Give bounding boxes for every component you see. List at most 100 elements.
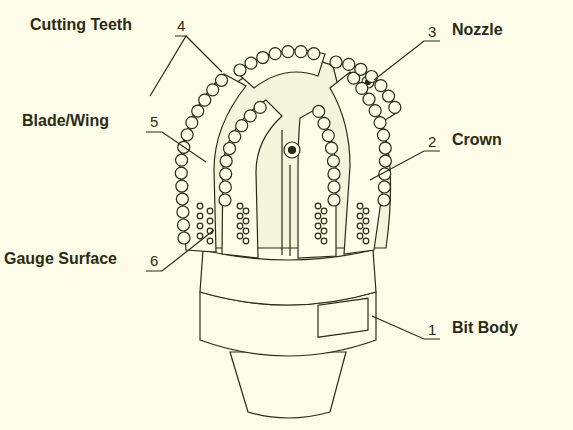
gauge-insert [207,208,213,214]
leader-line [150,36,186,96]
gauge-insert [315,213,321,219]
cutter-tooth [199,94,211,106]
cutter-tooth [177,219,189,231]
callout-number: 5 [150,113,158,130]
cutter-tooth [254,101,266,113]
gauge-insert [321,238,327,244]
leader-line [146,230,214,271]
cutter-tooth [369,105,381,117]
part-name: Bit Body [452,319,518,337]
leader-line [186,36,222,72]
cutter-tooth [308,48,320,60]
cutter-tooth [245,57,257,69]
part-name: Nozzle [452,21,503,39]
gauge-insert [357,213,363,219]
nozzle-orifice [289,147,296,154]
part-name: Blade/Wing [22,112,109,130]
gauge-insert [243,218,249,224]
cutter-tooth [176,180,188,192]
cutter-tooth [377,129,389,141]
part-name: Cutting Teeth [30,16,132,34]
cutter-tooth [379,155,391,167]
cutter-tooth [219,181,231,193]
cutter-tooth [244,110,256,122]
part-name: Crown [452,131,502,149]
cutter-tooth [207,84,219,96]
bit-shank [230,352,346,418]
gauge-insert [357,203,363,209]
cutter-tooth [234,64,246,76]
cutter-tooth [366,70,378,82]
cutter-tooth [295,46,307,58]
cutter-tooth [192,105,204,117]
cutter-tooth [220,155,232,167]
gauge-insert [321,218,327,224]
cutter-tooth [356,82,368,94]
cutter-tooth [355,63,367,75]
cutter-tooth [257,52,269,64]
gauge-insert [363,238,369,244]
gauge-insert [207,238,213,244]
blade-front-left [222,100,282,258]
cutter-tooth [224,142,236,154]
cutter-tooth [327,155,339,167]
gauge-insert [357,223,363,229]
gauge-insert [197,223,203,229]
callout-number: 4 [177,17,185,34]
cutter-tooth [220,168,232,180]
gauge-insert [237,213,243,219]
gauge-insert [237,203,243,209]
cutter-tooth [374,117,386,129]
cutter-tooth [186,117,198,129]
cutter-tooth [328,181,340,193]
cutter-tooth [328,194,340,206]
gauge-insert [315,223,321,229]
cutter-tooth [175,167,187,179]
cutter-tooth [379,142,391,154]
gauge-insert [357,233,363,239]
cutter-tooth [322,130,334,142]
cutter-tooth [229,131,241,143]
gauge-insert [363,228,369,234]
gauge-insert [243,228,249,234]
gauge-insert [363,218,369,224]
cutter-tooth [378,181,390,193]
cutter-tooth [389,101,401,113]
cutter-tooth [269,48,281,60]
crown-base [200,250,376,305]
gauge-insert [363,208,369,214]
leader-line [372,316,440,339]
gauge-insert [197,203,203,209]
cutter-tooth [326,142,338,154]
junk-slot-line [281,130,282,255]
cutter-tooth [375,80,387,92]
callout-number: 6 [150,252,158,269]
gauge-insert [315,203,321,209]
callout-number: 3 [428,23,436,40]
callout-number: 1 [428,321,436,338]
leader-line [374,41,440,80]
cutter-tooth [219,194,231,206]
leader-line [370,151,440,180]
gauge-insert [237,233,243,239]
gauge-insert [315,233,321,239]
cutter-tooth [236,120,248,132]
cutter-tooth [176,193,188,205]
leader-line [146,132,206,162]
cutter-tooth [343,58,355,70]
gauge-insert [197,213,203,219]
gauge-insert [237,223,243,229]
cutter-tooth [216,74,228,86]
cutter-tooth [330,56,342,68]
name-plate [318,298,368,337]
cutter-tooth [176,154,188,166]
callout-number: 2 [428,133,436,150]
gauge-insert [321,228,327,234]
gauge-insert [243,238,249,244]
cutter-tooth [181,129,193,141]
gauge-insert [197,233,203,239]
cutter-tooth [383,90,395,102]
cutter-tooth [378,194,390,206]
cutter-tooth [318,117,330,129]
